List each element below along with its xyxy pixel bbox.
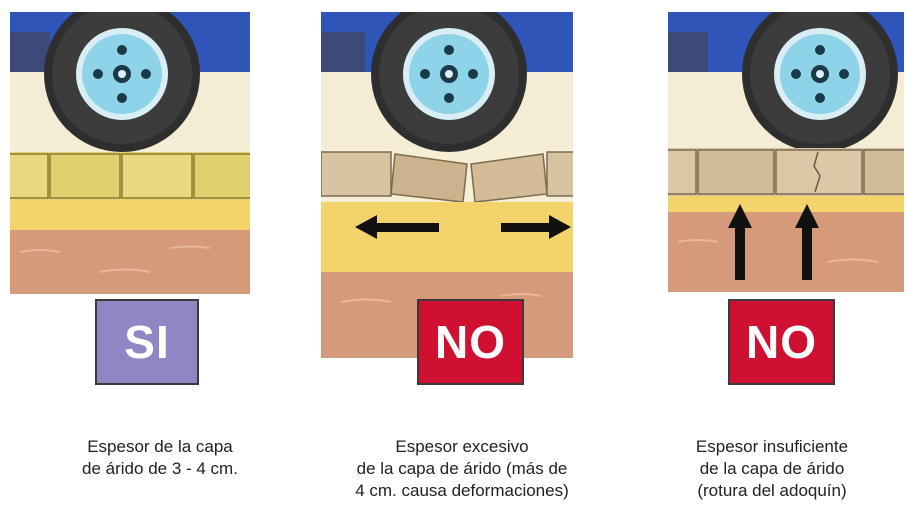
caption-line: de la capa de árido (más de xyxy=(356,459,568,478)
tire-icon xyxy=(371,12,527,152)
excessive-thickness-caption: Espesor excesivo de la capa de árido (má… xyxy=(317,436,607,502)
correct-thickness-illustration xyxy=(10,12,250,294)
caption-line: Espesor insuficiente xyxy=(695,437,849,456)
arrow-up-icon xyxy=(795,204,819,280)
caption-line: 4 cm. causa deformaciones) xyxy=(355,481,569,500)
correct-thickness-caption: Espesor de la capa de árido de 3 - 4 cm. xyxy=(40,436,280,480)
caption-line: Espesor excesivo xyxy=(395,437,529,456)
arrow-up-icon xyxy=(728,204,752,280)
no-badge-excessive: NO xyxy=(417,299,524,385)
caption-line: (rotura del adoquín) xyxy=(697,481,847,500)
arrow-right-icon xyxy=(501,215,571,239)
si-badge: SI xyxy=(95,299,199,385)
caption-line: Espesor de la capa xyxy=(87,437,233,456)
sand-layer xyxy=(321,202,573,272)
sand-layer xyxy=(10,200,250,230)
arrow-left-icon xyxy=(355,215,439,239)
paver-row xyxy=(668,148,904,196)
caption-line: de árido de 3 - 4 cm. xyxy=(82,459,238,478)
caption-line: de la capa de árido xyxy=(699,459,845,478)
insufficient-thickness-caption: Espesor insuficiente de la capa de árido… xyxy=(647,436,897,502)
soil-layer xyxy=(668,212,904,292)
panel-correct-thickness xyxy=(10,12,250,294)
paver-row xyxy=(10,152,250,200)
tire-icon xyxy=(742,12,898,152)
tire-icon xyxy=(44,12,200,152)
insufficient-thickness-illustration xyxy=(668,12,904,292)
paver-row xyxy=(321,151,573,203)
panel-insufficient-thickness xyxy=(668,12,904,292)
crack-line xyxy=(813,151,821,193)
sand-layer xyxy=(668,196,904,212)
no-badge-insufficient: NO xyxy=(728,299,835,385)
soil-layer xyxy=(10,230,250,294)
